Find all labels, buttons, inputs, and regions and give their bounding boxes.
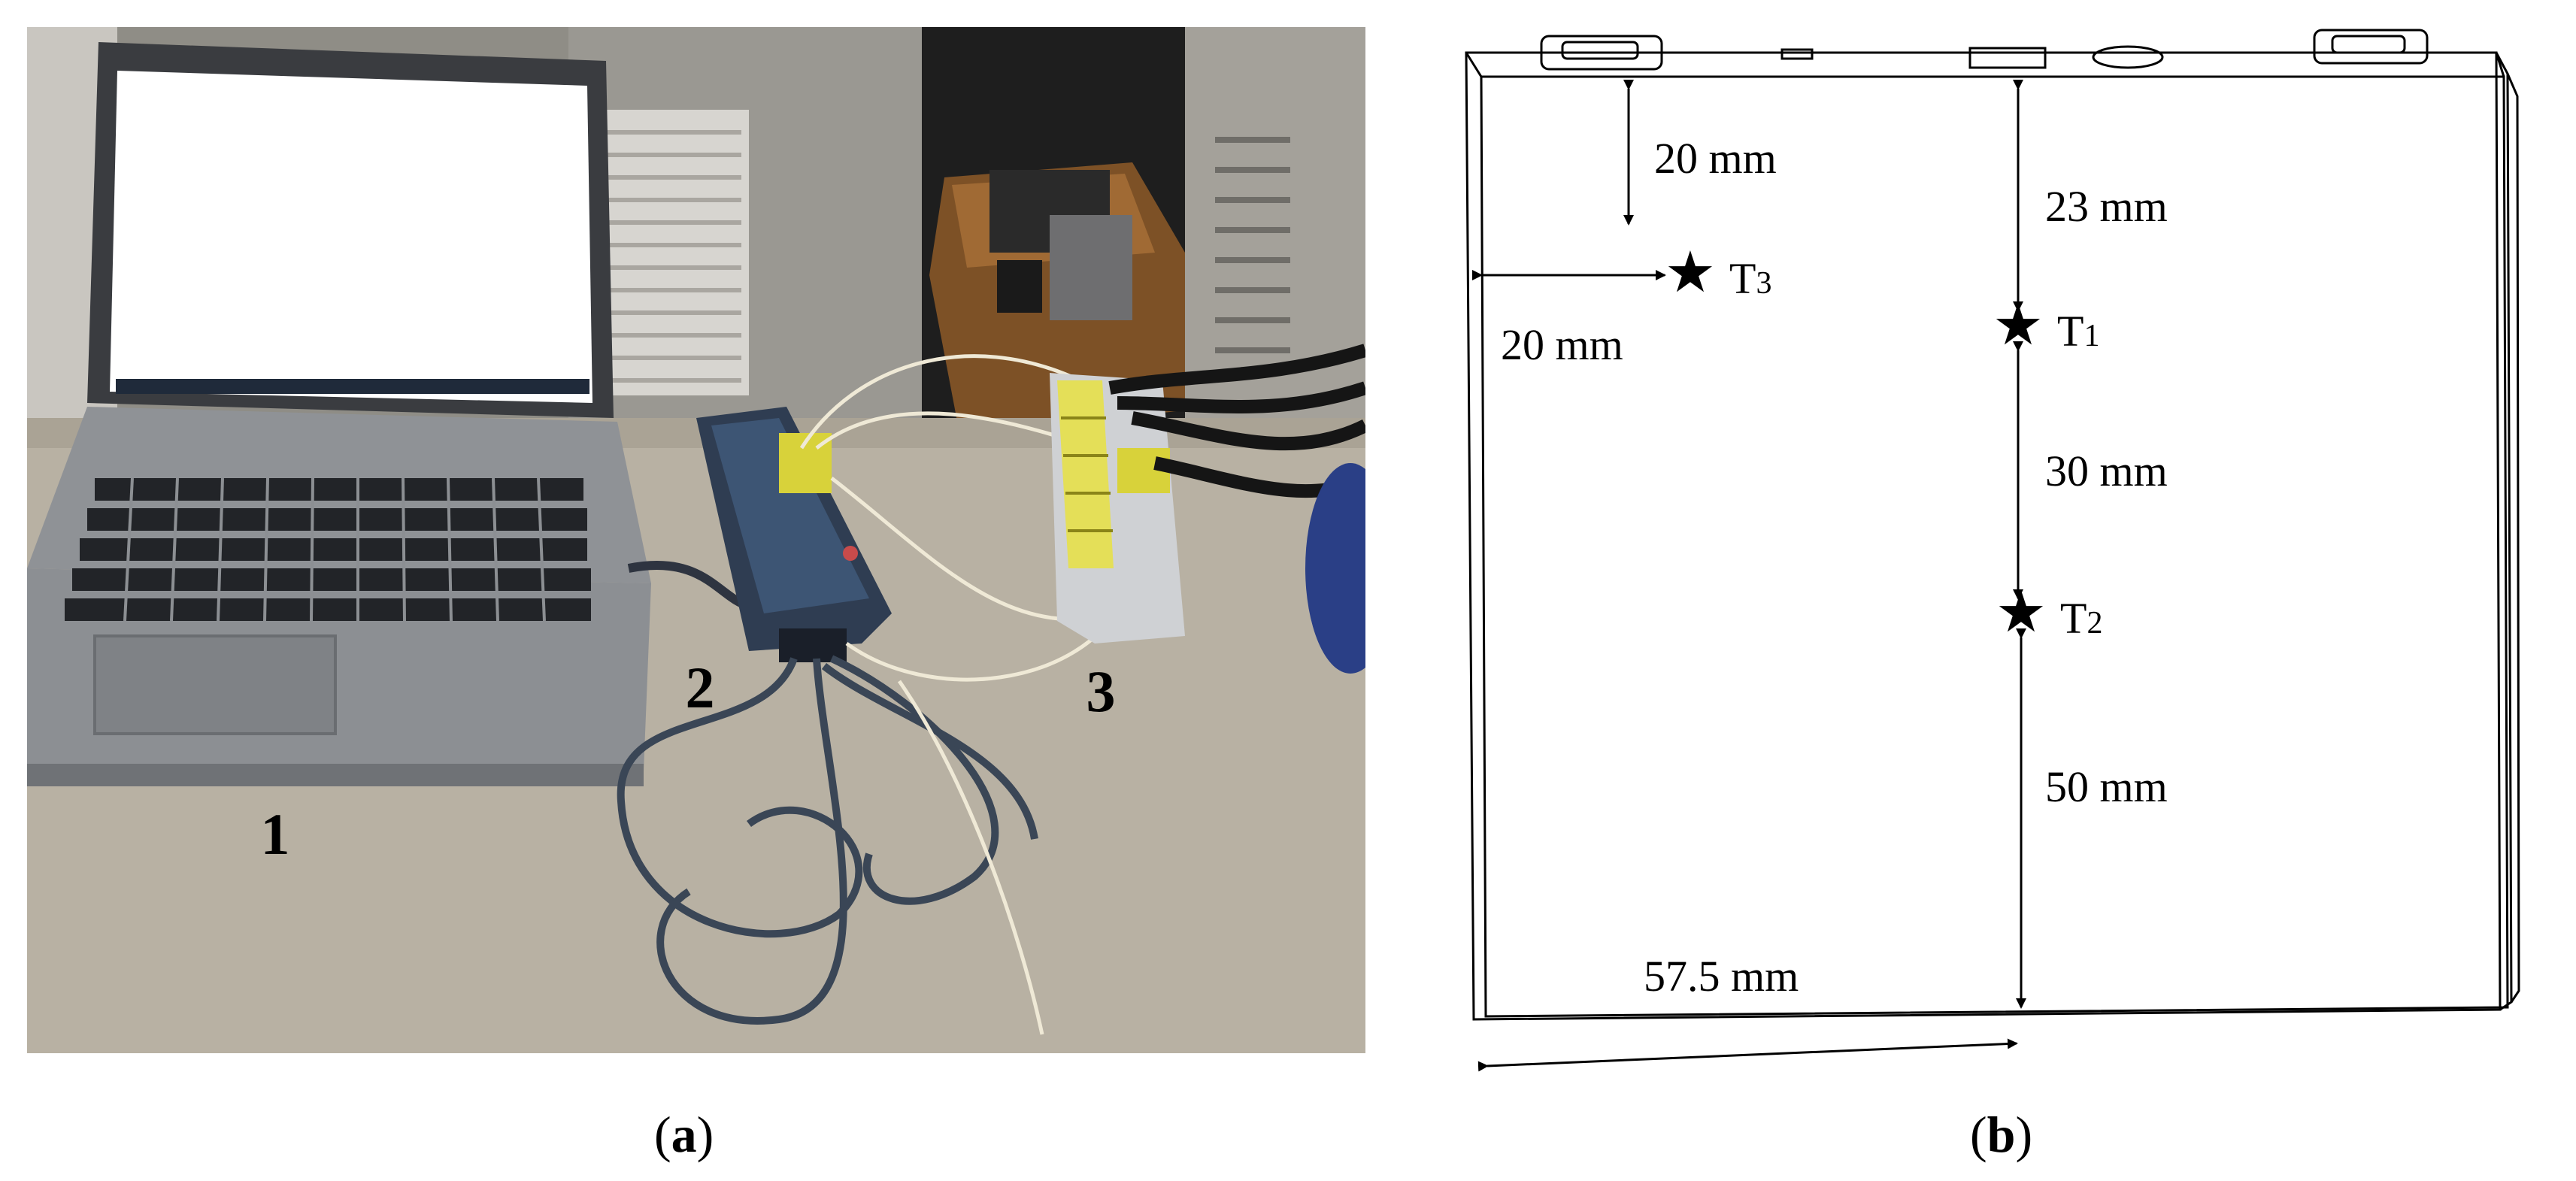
coiled-cables xyxy=(617,655,1038,1025)
dim-t3-left-label: 20 mm xyxy=(1501,320,1623,369)
sensor-t2-label: T2 xyxy=(2060,594,2102,643)
sensor-t3-star: ★ xyxy=(1665,241,1716,304)
caption-a: (a) xyxy=(654,1106,714,1163)
setup-photo: 1 2 3 xyxy=(27,27,1396,1053)
touchpad xyxy=(93,634,337,735)
laptop xyxy=(27,42,651,786)
sensor-t2-star: ★ xyxy=(1996,581,2047,644)
dim-center-left-label: 57.5 mm xyxy=(1644,952,1799,1001)
label-battery: 3 xyxy=(1086,659,1116,724)
sensor-t1-label: T1 xyxy=(2057,307,2099,356)
dim-t1-top-label: 23 mm xyxy=(2045,182,2168,231)
dim-t1-t2-label: 30 mm xyxy=(2045,447,2168,495)
cell-drawing: 20 mm 20 mm ★ T3 23 mm ★ T1 30 mm ★ T2 5… xyxy=(1451,14,2576,1096)
sensor-t3-label: T3 xyxy=(1729,254,1771,303)
sensor-t1-star: ★ xyxy=(1993,294,2044,357)
dim-t3-top-label: 20 mm xyxy=(1654,134,1777,183)
wall-vent xyxy=(599,110,749,395)
wooden-box xyxy=(929,162,1185,433)
dim-t2-bottom-label: 50 mm xyxy=(2045,762,2168,811)
label-laptop: 1 xyxy=(261,801,290,867)
battery-cell xyxy=(1050,373,1185,643)
right-vent xyxy=(1215,137,1290,353)
data-logger xyxy=(696,407,892,662)
laptop-screen xyxy=(110,71,592,403)
cell-terminals xyxy=(1540,29,2429,71)
right-wall xyxy=(1185,27,1365,448)
taskbar xyxy=(116,379,589,394)
setup-photo-illustration: 1 2 3 xyxy=(27,27,1396,1053)
cell-outline xyxy=(1465,51,2520,1021)
caption-b: (b) xyxy=(1970,1106,2033,1163)
label-logger: 2 xyxy=(686,655,715,720)
cell-drawing-svg: 20 mm 20 mm ★ T3 23 mm ★ T1 30 mm ★ T2 5… xyxy=(1465,29,2520,1072)
dim-center-left xyxy=(1477,1038,2018,1072)
